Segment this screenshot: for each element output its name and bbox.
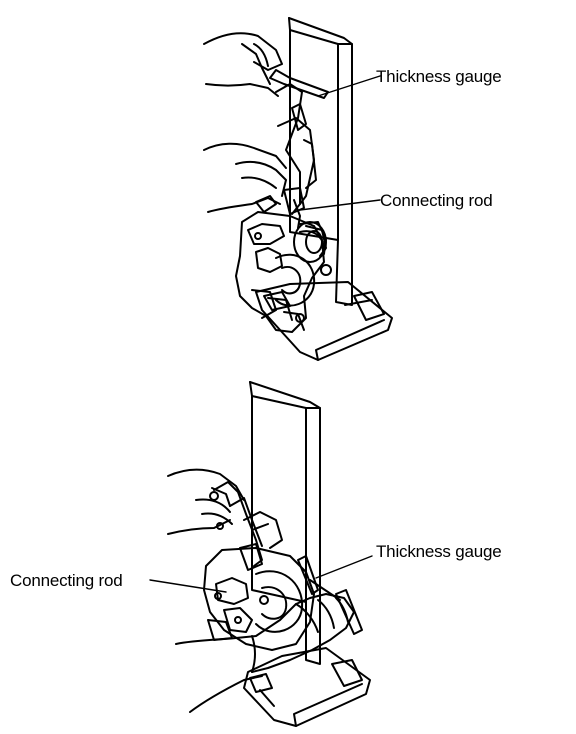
top-thickness-gauge xyxy=(269,69,381,99)
bottom-thickness-gauge xyxy=(297,555,363,635)
thickness-gauge-label-bottom: Thickness gauge xyxy=(376,542,502,561)
bottom-stand-plate xyxy=(249,381,321,665)
bottom-hand-lower xyxy=(175,593,355,713)
bottom-stand-base xyxy=(243,647,371,727)
top-connecting-rod xyxy=(275,83,317,229)
top-connecting-rod-leader xyxy=(299,199,381,211)
bottom-hand-upper xyxy=(167,468,245,535)
top-hand-middle xyxy=(203,142,287,213)
bottom-crankcase xyxy=(203,547,315,651)
bottom-connecting-rod xyxy=(213,481,283,571)
bottom-thickness-gauge-leader xyxy=(315,555,373,579)
top-flywheel xyxy=(293,221,327,263)
top-hand-upper xyxy=(203,32,283,97)
connecting-rod-label-bottom: Connecting rod xyxy=(10,571,123,590)
bottom-connecting-rod-leader xyxy=(149,579,227,593)
connecting-rod-label-top: Connecting rod xyxy=(380,191,493,210)
top-stand-plate xyxy=(288,17,353,306)
thickness-gauge-label-top: Thickness gauge xyxy=(376,67,502,86)
